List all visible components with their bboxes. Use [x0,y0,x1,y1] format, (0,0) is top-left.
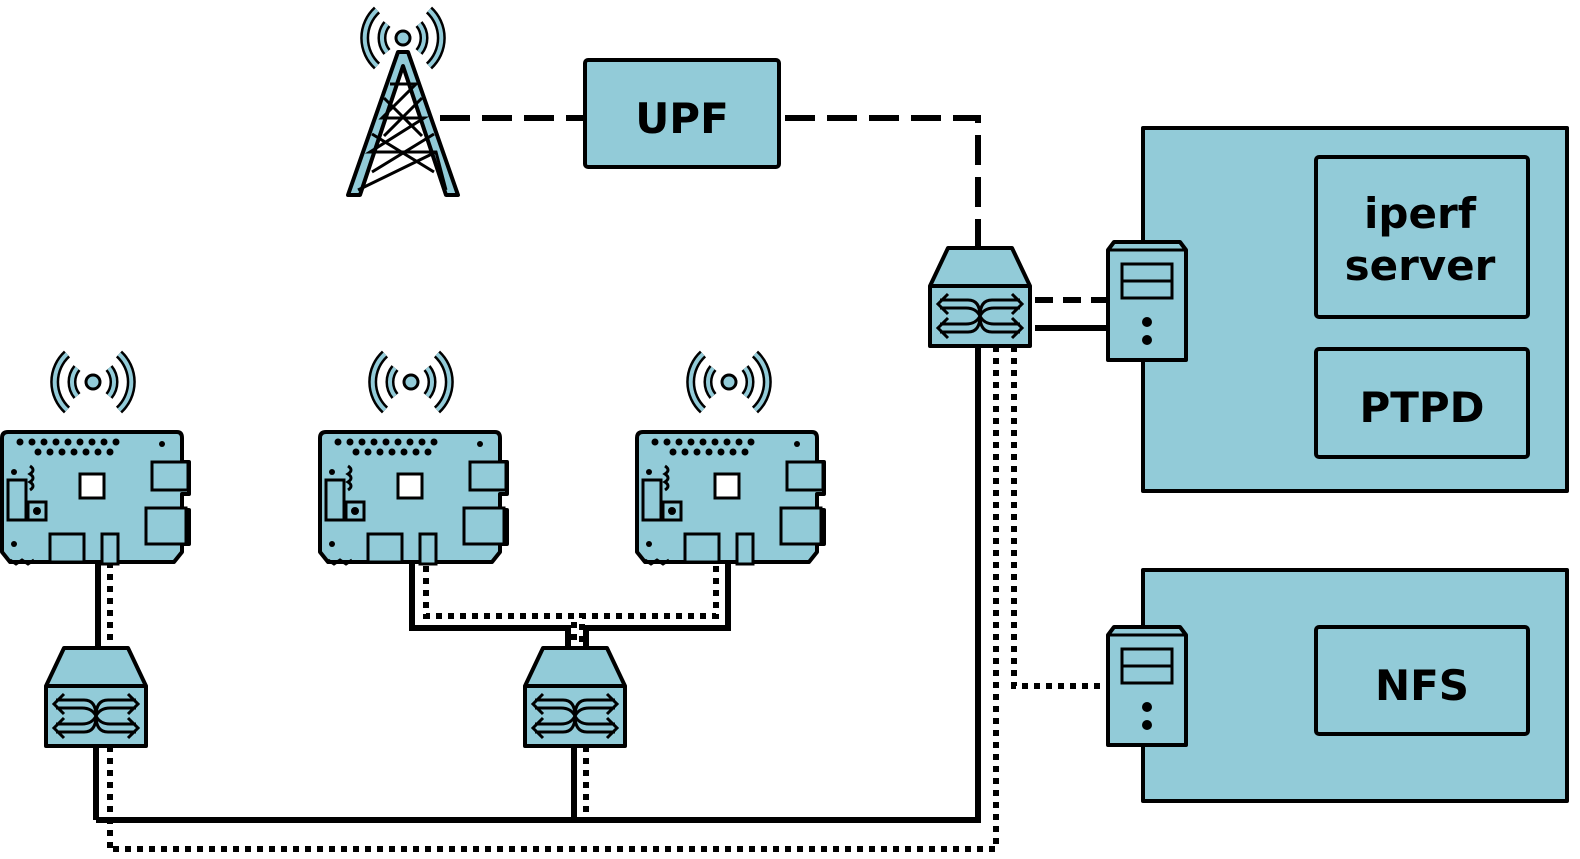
wireless-signal-icon [691,354,768,410]
raspberry-pi-board-icon [635,354,826,566]
server-panel-top: iperf server PTPD [1106,126,1569,493]
cell-tower-icon [346,10,460,197]
wireless-signal-icon [373,354,450,410]
ptpd-node: PTPD [1314,347,1530,459]
ptpd-label: PTPD [1359,383,1484,432]
server-panel-bottom: NFS [1106,568,1569,803]
iperf-label-line2: server [1345,241,1496,290]
raspberry-pi-board-icon [0,354,191,566]
iperf-server-node: iperf server [1314,155,1530,319]
network-switch-icon [928,246,1032,348]
raspberry-pi-board-icon [318,354,509,566]
network-switch-icon [523,646,627,748]
server-tower-icon [1106,625,1188,747]
server-tower-icon [1106,240,1188,362]
network-switch-icon [44,646,148,748]
nfs-label: NFS [1375,661,1469,710]
upf-node: UPF [583,58,781,169]
upf-label: UPF [635,94,729,143]
nfs-node: NFS [1314,625,1530,736]
iperf-label-line1: iperf [1364,189,1477,238]
wireless-signal-icon [55,354,132,410]
